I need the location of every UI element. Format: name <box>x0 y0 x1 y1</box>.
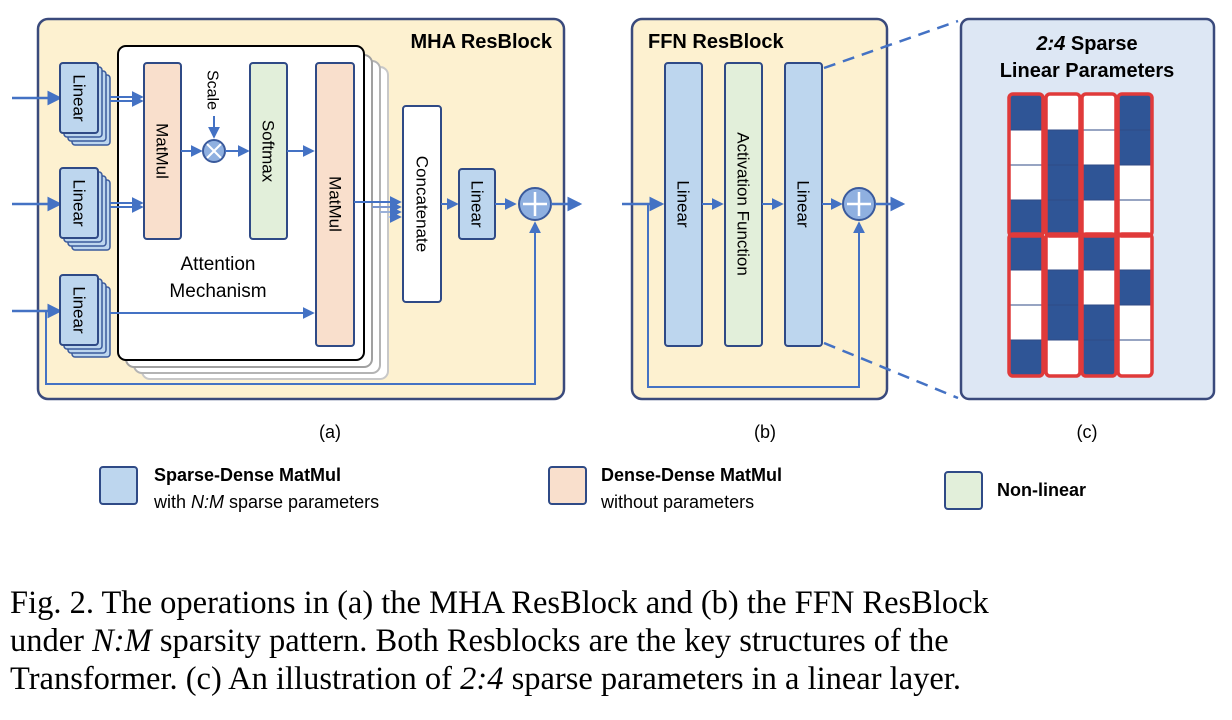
panel-a-label: (a) <box>319 422 341 442</box>
linear-k-label: Linear <box>70 179 89 227</box>
matrix-cell-zero <box>1046 339 1080 376</box>
linear-k-stack: Linear <box>59 167 111 251</box>
sparse-group-border <box>1007 232 1045 378</box>
ffn-linear1-label: Linear <box>674 180 693 228</box>
matrix-cell-zero <box>1009 129 1043 166</box>
zoom-connector-top <box>823 19 959 70</box>
legend-sparse-swatch <box>99 466 138 505</box>
matrix-cell-zero <box>1118 304 1152 341</box>
matrix-cell-nonzero <box>1118 94 1152 131</box>
matrix-cell-zero <box>1082 199 1116 236</box>
linear-v-label: Linear <box>70 286 89 334</box>
sparse-group-border <box>1007 92 1045 238</box>
matrix-cell-zero <box>1118 234 1152 271</box>
matrix-cell-nonzero <box>1046 304 1080 341</box>
sparse-group-border <box>1080 92 1118 238</box>
panel-c-label: (c) <box>1077 422 1098 442</box>
matrix-cell-nonzero <box>1009 94 1043 131</box>
matrix-cell-zero <box>1046 234 1080 271</box>
sparse-group-border <box>1080 232 1118 378</box>
matrix-cell-nonzero <box>1118 129 1152 166</box>
caption-line-3: Transformer. (c) An illustration of 2:4 … <box>10 661 961 697</box>
matrix-cell-nonzero <box>1046 199 1080 236</box>
ffn-title: FFN ResBlock <box>648 31 784 53</box>
ffn-add-icon <box>842 187 876 221</box>
sparse-matrix <box>1007 92 1154 378</box>
linear-out-label: Linear <box>468 180 487 228</box>
caption-line-2: under N:M sparsity pattern. Both Resbloc… <box>10 623 949 659</box>
legend-sparse-subtitle: with N:M sparse parameters <box>153 492 379 512</box>
legend: Sparse-Dense MatMul with N:M sparse para… <box>99 465 1086 512</box>
concatenate-label: Concatenate <box>413 156 432 252</box>
scale-multiply-icon <box>202 139 226 163</box>
zoom-connector-bottom <box>823 341 959 400</box>
legend-dense-swatch <box>548 466 587 505</box>
activation-function-label: Activation Function <box>734 132 753 276</box>
mechanism-label: Mechanism <box>169 281 266 302</box>
sparse-group-border <box>1044 92 1082 238</box>
matrix-cell-nonzero <box>1009 199 1043 236</box>
sparse-group-border <box>1044 232 1082 378</box>
matrix-cell-nonzero <box>1046 129 1080 166</box>
sparse-group-border <box>1116 232 1154 378</box>
matrix-cell-zero <box>1118 199 1152 236</box>
matrix-cell-nonzero <box>1082 339 1116 376</box>
linear-v-stack: Linear <box>59 274 111 358</box>
ffn-linear2-label: Linear <box>794 180 813 228</box>
caption-line-1: Fig. 2. The operations in (a) the MHA Re… <box>10 585 989 621</box>
matrix-cell-zero <box>1118 164 1152 201</box>
mha-add-icon <box>518 187 552 221</box>
matrix-cell-nonzero <box>1082 164 1116 201</box>
matrix-cell-zero <box>1082 129 1116 166</box>
sparse-title-line1: 2:4 Sparse <box>1035 33 1137 55</box>
sparse-parameters-panel: 2:4 Sparse Linear Parameters (c) <box>959 17 1216 442</box>
matmul-av-block <box>315 62 355 347</box>
linear-q-label: Linear <box>70 74 89 122</box>
legend-nonlinear-title: Non-linear <box>997 480 1086 500</box>
matrix-cell-zero <box>1118 339 1152 376</box>
matrix-cell-zero <box>1009 164 1043 201</box>
legend-dense-subtitle: without parameters <box>600 492 754 512</box>
softmax-label: Softmax <box>259 120 278 183</box>
matrix-cell-zero <box>1082 94 1116 131</box>
figure-caption: Fig. 2. The operations in (a) the MHA Re… <box>10 584 1220 698</box>
matrix-cell-nonzero <box>1118 269 1152 306</box>
matrix-cell-nonzero <box>1046 164 1080 201</box>
mha-resblock-panel: MHA ResBlock Linear Linear <box>12 17 583 442</box>
matrix-cell-nonzero <box>1009 339 1043 376</box>
matrix-cell-nonzero <box>1009 234 1043 271</box>
matrix-cell-zero <box>1082 269 1116 306</box>
legend-sparse-title: Sparse-Dense MatMul <box>154 465 341 485</box>
sparse-group-border <box>1116 92 1154 238</box>
matrix-cell-nonzero <box>1082 304 1116 341</box>
legend-nonlinear-swatch <box>944 471 983 510</box>
matrix-cell-nonzero <box>1046 269 1080 306</box>
attention-label: Attention <box>181 254 256 275</box>
matmul-qk-label: MatMul <box>153 123 172 179</box>
sparse-title-line2: Linear Parameters <box>1000 60 1175 82</box>
scale-label: Scale <box>204 70 221 110</box>
matmul-av-label: MatMul <box>326 176 345 232</box>
panel-b-label: (b) <box>754 422 776 442</box>
mha-title: MHA ResBlock <box>410 31 552 53</box>
legend-dense-title: Dense-Dense MatMul <box>601 465 782 485</box>
ffn-resblock-panel: FFN ResBlock Linear Activation Function … <box>622 17 906 442</box>
architecture-diagram: MHA ResBlock Linear Linear <box>12 17 1216 512</box>
matrix-cell-nonzero <box>1082 234 1116 271</box>
linear-q-stack: Linear <box>59 62 111 146</box>
matrix-cell-zero <box>1046 94 1080 131</box>
matrix-cell-zero <box>1009 269 1043 306</box>
matrix-cell-zero <box>1009 304 1043 341</box>
